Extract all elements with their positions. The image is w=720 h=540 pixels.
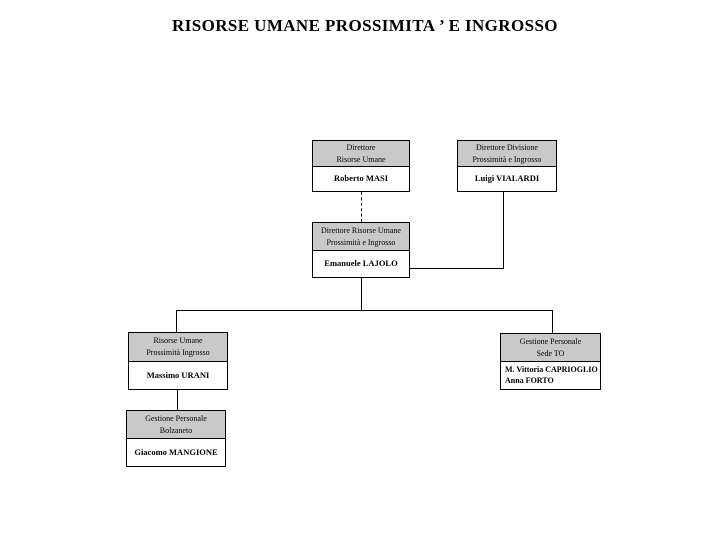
node-role: Direttore Risorse Umane Prossimità e Ing… (313, 223, 409, 251)
node-person: Luigi VIALARDI (474, 173, 540, 184)
connector-branch-right-down (552, 310, 553, 333)
node-direttore-ru-prossimita-ingrosso: Direttore Risorse Umane Prossimità e Ing… (312, 222, 410, 278)
node-gestione-personale-sede-to: Gestione Personale Sede TO M. Vittoria C… (500, 333, 601, 390)
node-risorse-umane-prossimita-ingrosso: Risorse Umane Prossimità Ingrosso Massim… (128, 332, 228, 390)
connector-vialardi-down (503, 192, 504, 268)
node-role: Direttore Risorse Umane (313, 141, 409, 167)
connector-branch-left-down (176, 310, 177, 332)
node-person: Roberto MASI (333, 173, 389, 184)
node-role: Risorse Umane Prossimità Ingrosso (129, 333, 227, 362)
connector-lajolo-down (361, 278, 362, 310)
connector-branch-horizontal (176, 310, 553, 311)
node-direttore-risorse-umane: Direttore Risorse Umane Roberto MASI (312, 140, 410, 192)
node-gestione-personale-bolzaneto: Gestione Personale Bolzaneto Giacomo MAN… (126, 410, 226, 467)
page-title: RISORSE UMANE PROSSIMITA ’ E INGROSSO (172, 16, 558, 35)
node-person: Giacomo MANGIONE (134, 446, 218, 457)
connector-vialardi-lajolo-horizontal (410, 268, 504, 269)
node-role: Gestione Personale Bolzaneto (127, 411, 225, 439)
node-direttore-divisione-prossimita-ingrosso: Direttore Divisione Prossimità e Ingross… (457, 140, 557, 192)
node-person: Emanuele LAJOLO (324, 258, 398, 269)
node-person: M. Vittoria CAPRIOGLIO Anna FORTO (505, 364, 598, 385)
connector-masi-lajolo-dashed (361, 192, 362, 222)
node-role: Direttore Divisione Prossimità e Ingross… (458, 141, 556, 167)
connector-urani-mangione (177, 390, 178, 410)
node-person: Massimo URANI (146, 369, 210, 380)
node-role: Gestione Personale Sede TO (501, 334, 600, 362)
